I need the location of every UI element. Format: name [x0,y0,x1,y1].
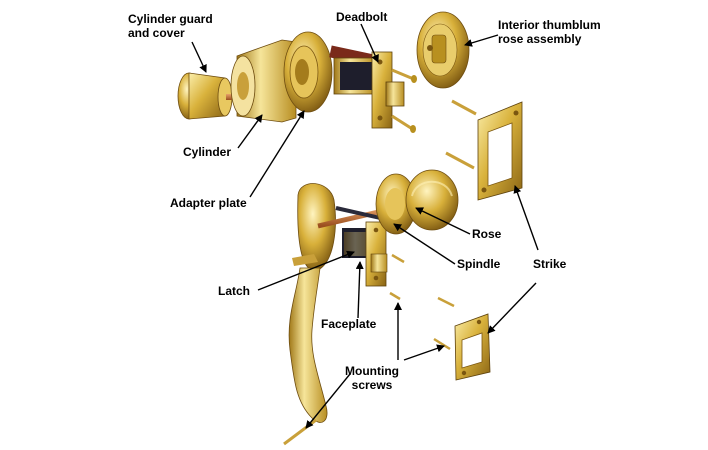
leader-arrows [191,23,539,429]
arrow-faceplate [355,261,364,319]
deadbolt-screws [391,68,417,133]
faceplate [365,221,388,287]
handle-screw [283,418,317,446]
arrow-cylinder-guard [191,41,207,73]
label-rose: Rose [472,227,502,241]
arrow-mounting-right [403,344,445,361]
label-cylinder-guard-line2: and cover [128,26,185,40]
cylinder [230,39,297,123]
arrow-strike-upper [513,185,539,251]
label-deadbolt: Deadbolt [336,10,388,24]
interior-thumbturn-rose [416,11,470,89]
arrow-interior-rose [464,34,499,47]
label-spindle: Spindle [457,257,501,271]
exterior-handle [288,183,336,423]
label-interior-rose-line2: rose assembly [498,32,582,46]
deadbolt [329,45,405,129]
label-faceplate: Faceplate [321,317,377,331]
strike-lower [454,313,491,381]
label-latch: Latch [218,284,251,298]
label-cylinder: Cylinder [183,145,232,159]
label-mounting-screws: Mounting screws [344,364,400,392]
interior-knob [405,169,459,231]
arrow-rose [415,207,471,235]
arrow-deadbolt [360,23,379,63]
label-interior-rose-line1: Interior thumblum [498,18,601,32]
small-screws [389,253,455,351]
label-cylinder-guard: Cylinder guard and cover [128,12,213,40]
label-strike: Strike [533,257,567,271]
strike-screws-upper [445,99,477,170]
rose [375,173,417,235]
arrow-strike-lower [487,282,537,334]
label-mounting-line2: screws [351,378,393,392]
label-cylinder-guard-line1: Cylinder guard [128,12,213,26]
arrow-spindle [393,223,456,265]
arrow-mounting-left [305,373,351,429]
arrow-cylinder [237,114,263,149]
label-adapter-plate: Adapter plate [170,196,247,210]
arrow-adapter-plate [249,110,305,198]
label-interior-rose: Interior thumblum rose assembly [498,18,601,46]
strike-upper [477,101,523,201]
cylinder-guard [177,72,233,120]
label-mounting-line1: Mounting [345,364,399,378]
adapter-plate [283,31,333,113]
arrow-latch [257,250,355,291]
